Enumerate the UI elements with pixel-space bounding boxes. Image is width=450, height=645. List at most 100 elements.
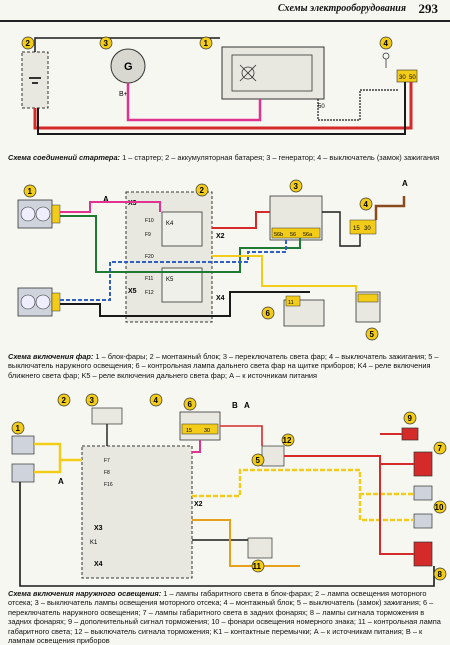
stop-light-switch <box>261 445 285 467</box>
ext-marker-3: 3 <box>90 396 95 405</box>
wire-ext-red <box>284 455 414 465</box>
mounting-block-2 <box>81 445 193 579</box>
starter-box <box>221 46 325 100</box>
parking-indicator <box>247 537 273 559</box>
mounting-block <box>125 191 213 323</box>
starter-caption-title: Схема соединений стартера: <box>8 153 121 162</box>
key-icon <box>382 52 390 60</box>
wire-generator-pink <box>126 83 262 122</box>
page-number: 293 <box>418 1 439 16</box>
header-title: Схемы электрооборудования <box>277 3 406 14</box>
ext-marker-7: 7 <box>438 444 443 453</box>
engine-bay-lamp <box>91 407 123 425</box>
b-plus-label: B+ <box>119 91 128 98</box>
hl-marker-5: 5 <box>370 330 375 339</box>
ext-marker-2: 2 <box>62 396 67 405</box>
hl-marker-2: 2 <box>200 186 205 195</box>
ext-marker-11: 11 <box>253 562 262 571</box>
ext-marker-4: 4 <box>154 396 159 405</box>
ext-marker-10: 10 <box>435 503 444 512</box>
ext-marker-12: 12 <box>283 436 292 445</box>
connector-x2: X2 <box>216 233 225 240</box>
power-a-left: A <box>103 195 109 204</box>
ext-connector-x2: X2 <box>194 501 203 508</box>
rear-lamp-upper <box>413 451 433 477</box>
fuse-f8: F8 <box>104 470 110 476</box>
hl-marker-1: 1 <box>28 187 33 196</box>
ext-terminal-30: 30 <box>204 428 210 434</box>
connector-x3: X3 <box>128 200 137 207</box>
fuse-f7: F7 <box>104 458 110 464</box>
marker-3: 3 <box>104 39 109 48</box>
fuse-f12: F12 <box>145 290 154 296</box>
wire-ext-yellow-rear2 <box>358 494 414 522</box>
marker-4: 4 <box>384 39 389 48</box>
plate-lamp-upper <box>413 485 433 501</box>
wire-ext-orange <box>192 519 300 567</box>
starter-caption: Схема соединений стартера: 1 – стартер; … <box>8 153 444 162</box>
wire-ext-stop <box>220 425 263 446</box>
terminal-56a: 56a <box>303 232 313 238</box>
relay-k4 <box>161 211 203 247</box>
ext-connector-x3: X3 <box>94 525 103 532</box>
ext-marker-8: 8 <box>438 570 443 579</box>
terminal-56: 56 <box>290 232 296 238</box>
ext-power-a2: A <box>244 401 250 410</box>
ext-marker-9: 9 <box>408 414 413 423</box>
wire-ext-red-2 <box>379 464 414 555</box>
marker-1: 1 <box>204 39 209 48</box>
exterior-markers: 1 2 3 4 5 6 7 8 9 10 11 12 <box>11 393 447 581</box>
wire-hl-brown <box>374 196 406 220</box>
wire-hl-feed <box>322 211 361 247</box>
front-parking-lamp-lower <box>11 463 35 483</box>
exterior-caption-title: Схема включения наружного освещения: <box>8 589 162 598</box>
wire-ext-yellow-2 <box>34 460 62 474</box>
ext-connector-x4: X4 <box>94 561 103 568</box>
ignition-terminal-50: 50 <box>409 75 416 81</box>
jumper-k1: K1 <box>90 540 98 546</box>
connector-x4: X4 <box>216 295 225 302</box>
connector-x5: X5 <box>128 288 137 295</box>
wire-hl-black <box>60 291 310 317</box>
rear-lamp-lower <box>413 541 433 567</box>
exterior-caption: Схема включения наружного освещения: 1 –… <box>8 589 444 645</box>
power-a-right: A <box>402 179 408 188</box>
wire-hl-red <box>212 211 270 229</box>
wire-starter-50 <box>317 89 398 121</box>
ign-terminal-15: 15 <box>353 226 360 232</box>
ignition-terminal-30: 30 <box>399 75 406 81</box>
ignition-switch-2 <box>349 219 377 235</box>
wire-hl-yellow <box>212 255 357 292</box>
starter-diagram: G B+ 50 30 50 2 3 1 4 <box>21 36 418 135</box>
starter-solenoid <box>231 54 313 92</box>
ext-marker-5: 5 <box>256 456 261 465</box>
fuse-f16: F16 <box>104 482 113 488</box>
ext-marker-1: 1 <box>16 424 21 433</box>
wire-ext-yellow <box>34 442 82 462</box>
front-parking-lamp-upper <box>11 435 35 455</box>
relay-k5-label: K5 <box>166 277 174 283</box>
hl-marker-3: 3 <box>294 182 299 191</box>
headlight-markers: 1 2 3 4 5 6 <box>23 179 379 341</box>
extra-stop-light <box>401 427 419 441</box>
wire-hl-blue <box>60 238 287 301</box>
ignition-connector <box>396 69 418 83</box>
wire-ext-yellow-rear <box>192 468 414 498</box>
ext-marker-6: 6 <box>188 400 193 409</box>
relay-k5 <box>161 267 203 303</box>
terminal-56b: 56b <box>274 232 283 238</box>
hl-marker-6: 6 <box>266 309 271 318</box>
wire-ground <box>34 37 220 52</box>
wire-starter-red <box>33 82 413 130</box>
fuse-f9: F9 <box>145 232 151 238</box>
starter-terminal <box>241 66 255 80</box>
ext-lamps-b: B <box>232 401 238 410</box>
fuse-f10: F10 <box>145 218 154 224</box>
battery-box <box>21 51 49 109</box>
headlight-diagram: K4 K5 F10 F9 F20 F11 F12 X3 X5 X2 X4 A 5… <box>17 179 408 341</box>
starter-markers: 2 3 1 4 <box>21 36 393 50</box>
relay-k4-label: K4 <box>166 221 174 227</box>
headlights-caption-text: 1 – блок-фары; 2 – монтажный блок; 3 – п… <box>8 352 439 380</box>
ext-power-a: A <box>58 477 64 486</box>
